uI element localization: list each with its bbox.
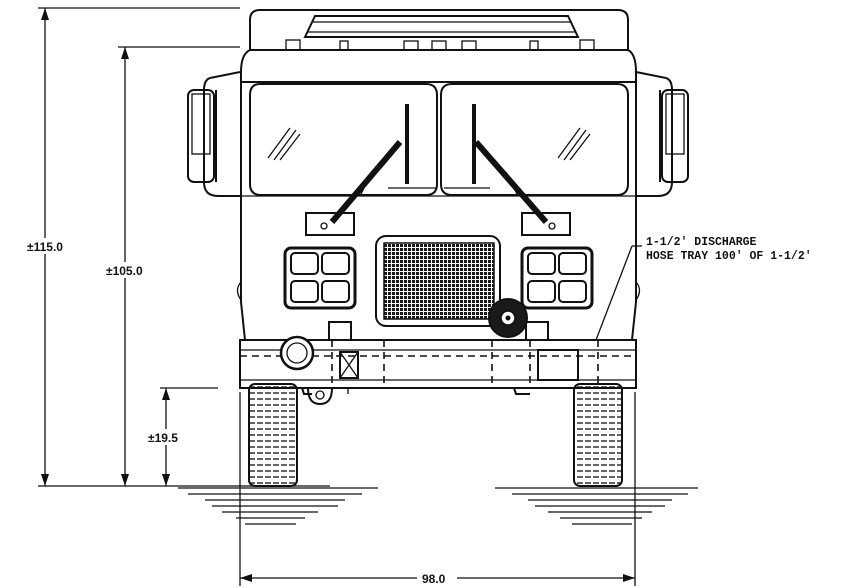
left-front-tire <box>248 383 298 487</box>
light-bar <box>285 15 595 51</box>
hose-tray-leader-line <box>595 245 633 341</box>
left-tow-bracket <box>328 321 352 341</box>
overall-width-label: 98.0 <box>422 572 446 586</box>
left-mirror <box>187 71 241 197</box>
cab-height-label: ±105.0 <box>106 264 143 278</box>
right-mirror <box>635 71 689 197</box>
dimension-bumper-height <box>160 387 218 486</box>
hose-tray-callout-line-2: HOSE TRAY 100' OF 1-1/2' <box>646 250 812 263</box>
hose-reel <box>488 298 528 338</box>
ground-hatch-left <box>178 487 378 525</box>
left-wiper-mount <box>305 212 355 236</box>
tow-eye <box>307 387 333 406</box>
dimension-overall-height <box>38 7 240 486</box>
right-headlight-cluster <box>520 246 594 310</box>
right-tow-bracket <box>525 321 549 341</box>
front-discharge-nozzle <box>279 335 315 371</box>
right-wiper-mount <box>521 212 571 236</box>
front-grille <box>375 235 501 327</box>
windshield-wipers <box>329 104 549 224</box>
bumper-height-label: ±19.5 <box>148 431 178 445</box>
left-headlight-cluster <box>283 246 357 310</box>
ground-hatch-right <box>495 487 698 525</box>
cab-body <box>236 9 641 341</box>
hose-tray-callout-line-1: 1-1/2' DISCHARGE <box>646 236 757 249</box>
right-front-tire <box>573 383 623 487</box>
overall-height-label: ±115.0 <box>27 240 63 254</box>
left-windshield <box>249 83 438 196</box>
right-windshield <box>440 83 629 196</box>
